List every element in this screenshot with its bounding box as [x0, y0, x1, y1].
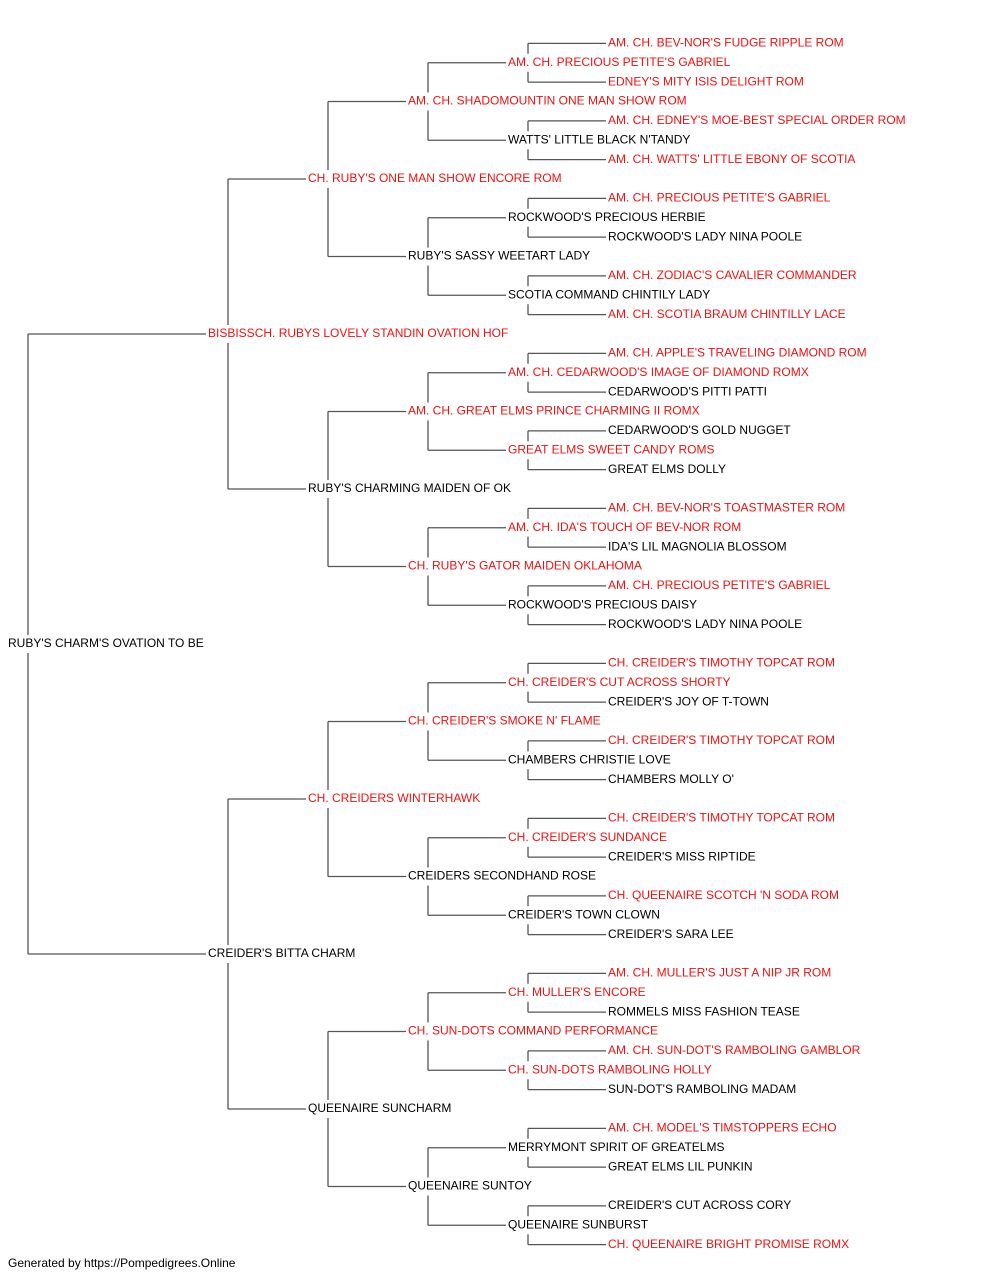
- pedigree-name: AM. CH. EDNEY'S MOE-BEST SPECIAL ORDER R…: [608, 113, 906, 127]
- pedigree-name: CH. CREIDER'S SMOKE N' FLAME: [408, 714, 601, 728]
- pedigree-name: AM. CH. BEV-NOR'S TOASTMASTER ROM: [608, 501, 845, 515]
- pedigree-name: AM. CH. SCOTIA BRAUM CHINTILLY LACE: [608, 307, 846, 321]
- pedigree-name: QUEENAIRE SUNTOY: [408, 1179, 532, 1193]
- pedigree-name: CREIDERS SECONDHAND ROSE: [408, 869, 596, 883]
- pedigree-name: CH. SUN-DOTS RAMBOLING HOLLY: [508, 1062, 712, 1076]
- pedigree-name: ROCKWOOD'S PRECIOUS HERBIE: [508, 210, 706, 224]
- pedigree-name: ROMMELS MISS FASHION TEASE: [608, 1004, 800, 1018]
- pedigree-name: CH. QUEENAIRE BRIGHT PROMISE ROMX: [608, 1237, 849, 1251]
- pedigree-name: CH. RUBY'S ONE MAN SHOW ENCORE ROM: [308, 171, 562, 185]
- pedigree-name: CREIDER'S TOWN CLOWN: [508, 907, 660, 921]
- pedigree-name: CEDARWOOD'S GOLD NUGGET: [608, 423, 791, 437]
- pedigree-name: AM. CH. PRECIOUS PETITE'S GABRIEL: [608, 578, 831, 592]
- pedigree-name: AM. CH. CEDARWOOD'S IMAGE OF DIAMOND ROM…: [508, 365, 809, 379]
- pedigree-name: IDA'S LIL MAGNOLIA BLOSSOM: [608, 539, 787, 553]
- pedigree-name: EDNEY'S MITY ISIS DELIGHT ROM: [608, 74, 804, 88]
- pedigree-name: CH. RUBY'S GATOR MAIDEN OKLAHOMA: [408, 559, 642, 573]
- pedigree-name: CREIDER'S MISS RIPTIDE: [608, 849, 756, 863]
- pedigree-name: AM. CH. WATTS' LITTLE EBONY OF SCOTIA: [608, 152, 855, 166]
- pedigree-name: AM. CH. IDA'S TOUCH OF BEV-NOR ROM: [508, 520, 741, 534]
- pedigree-name: SCOTIA COMMAND CHINTILY LADY: [508, 287, 710, 301]
- pedigree-name: ROCKWOOD'S LADY NINA POOLE: [608, 229, 802, 243]
- pedigree-name: AM. CH. MODEL'S TIMSTOPPERS ECHO: [608, 1121, 837, 1135]
- pedigree-name: BISBISSCH. RUBYS LOVELY STANDIN OVATION …: [208, 326, 508, 340]
- pedigree-names: RUBY'S CHARM'S OVATION TO BE BISBISSCH. R…: [8, 36, 906, 1251]
- pedigree-name: CH. SUN-DOTS COMMAND PERFORMANCE: [408, 1024, 658, 1038]
- pedigree-name: CH. CREIDERS WINTERHAWK: [308, 791, 480, 805]
- pedigree-name: CREIDER'S JOY OF T-TOWN: [608, 694, 769, 708]
- pedigree-name: CHAMBERS CHRISTIE LOVE: [508, 752, 671, 766]
- pedigree-name: CREIDER'S CUT ACROSS CORY: [608, 1198, 791, 1212]
- pedigree-name: CH. MULLER'S ENCORE: [508, 985, 646, 999]
- pedigree-name: CH. CREIDER'S CUT ACROSS SHORTY: [508, 675, 731, 689]
- pedigree-name: CEDARWOOD'S PITTI PATTI: [608, 384, 767, 398]
- pedigree-name: AM. CH. PRECIOUS PETITE'S GABRIEL: [508, 55, 731, 69]
- pedigree-name: AM. CH. MULLER'S JUST A NIP JR ROM: [608, 966, 831, 980]
- pedigree-name: RUBY'S SASSY WEETART LADY: [408, 249, 590, 263]
- pedigree-name: AM. CH. APPLE'S TRAVELING DIAMOND ROM: [608, 346, 867, 360]
- pedigree-name: AM. CH. SHADOMOUNTIN ONE MAN SHOW ROM: [408, 94, 687, 108]
- pedigree-name: ROCKWOOD'S PRECIOUS DAISY: [508, 597, 697, 611]
- pedigree-name: GREAT ELMS SWEET CANDY ROMS: [508, 442, 714, 456]
- pedigree-name: CHAMBERS MOLLY O': [608, 772, 734, 786]
- pedigree-name: RUBY'S CHARMING MAIDEN OF OK: [308, 481, 511, 495]
- pedigree-name: CH. CREIDER'S TIMOTHY TOPCAT ROM: [608, 656, 835, 670]
- pedigree-name: RUBY'S CHARM'S OVATION TO BE: [8, 636, 204, 650]
- pedigree-name: AM. CH. PRECIOUS PETITE'S GABRIEL: [608, 191, 831, 205]
- pedigree-name: AM. CH. ZODIAC'S CAVALIER COMMANDER: [608, 268, 857, 282]
- pedigree-name: ROCKWOOD'S LADY NINA POOLE: [608, 617, 802, 631]
- pedigree-name: CREIDER'S BITTA CHARM: [208, 946, 355, 960]
- footer-credit: Generated by https://Pompedigrees.Online: [8, 1256, 236, 1270]
- pedigree-name: QUEENAIRE SUNBURST: [508, 1217, 649, 1231]
- pedigree-connector-lines: [27, 42, 606, 1246]
- pedigree-name: WATTS' LITTLE BLACK N'TANDY: [508, 132, 690, 146]
- pedigree-name: QUEENAIRE SUNCHARM: [308, 1101, 451, 1115]
- pedigree-name: CH. CREIDER'S SUNDANCE: [508, 830, 667, 844]
- pedigree-name: AM. CH. BEV-NOR'S FUDGE RIPPLE ROM: [608, 36, 844, 50]
- pedigree-name: CH. CREIDER'S TIMOTHY TOPCAT ROM: [608, 811, 835, 825]
- pedigree-name: MERRYMONT SPIRIT OF GREATELMS: [508, 1140, 724, 1154]
- pedigree-name: AM. CH. SUN-DOT'S RAMBOLING GAMBLOR: [608, 1043, 861, 1057]
- pedigree-name: GREAT ELMS LIL PUNKIN: [608, 1159, 753, 1173]
- pedigree-name: CH. QUEENAIRE SCOTCH 'N SODA ROM: [608, 888, 839, 902]
- pedigree-name: CH. CREIDER'S TIMOTHY TOPCAT ROM: [608, 733, 835, 747]
- pedigree-name: GREAT ELMS DOLLY: [608, 462, 726, 476]
- pedigree-name: AM. CH. GREAT ELMS PRINCE CHARMING II RO…: [408, 404, 700, 418]
- pedigree-name: SUN-DOT'S RAMBOLING MADAM: [608, 1082, 796, 1096]
- pedigree-name: CREIDER'S SARA LEE: [608, 927, 734, 941]
